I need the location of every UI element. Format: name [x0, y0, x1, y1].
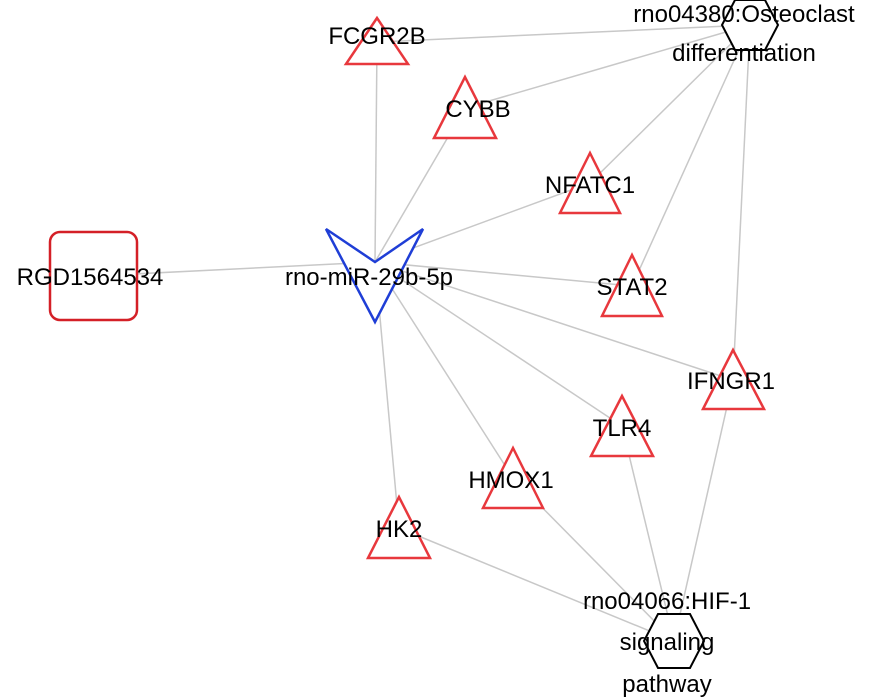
fcgr2b-label: FCGR2B — [328, 23, 425, 50]
nfatc1-node-shape[interactable] — [557, 150, 623, 215]
edge-mir-stat2 — [374, 261, 633, 287]
cybb-label: CYBB — [445, 96, 510, 123]
cybb-node-shape[interactable] — [431, 74, 499, 140]
edge-nfatc1-osteo — [589, 24, 751, 184]
ifngr1-node-shape[interactable] — [700, 347, 767, 411]
edge-mir-tlr4 — [374, 261, 623, 427]
lncrna-label: RGD1564534 — [17, 264, 164, 291]
mirna-node-shape[interactable] — [324, 227, 425, 325]
edge-rgd-mir — [92, 261, 376, 277]
nfatc1-label: NFATC1 — [545, 172, 635, 199]
osteoclast-pathway-label-line-2: differentiation — [672, 40, 816, 67]
edge-mir-hmox1 — [374, 261, 514, 479]
edge-hk2-hif — [398, 527, 675, 642]
hmox1-label: HMOX1 — [468, 467, 553, 494]
hif1-pathway-hexagon[interactable] — [642, 613, 706, 669]
edge-stat2-osteo — [631, 24, 751, 287]
edge-ifngr1-osteo — [732, 24, 751, 381]
stat2-node-shape[interactable] — [599, 252, 665, 318]
tlr4-node-shape[interactable] — [588, 393, 656, 458]
label-layer: RGD1564534 rno-miR-29b-5p FCGR2B CYBB NF… — [17, 1, 855, 698]
hif1-pathway-label-line-1: rno04066:HIF-1 — [583, 588, 751, 615]
osteoclast-pathway-hexagon[interactable] — [720, 0, 780, 51]
edge-layer — [92, 24, 751, 642]
stat2-label: STAT2 — [596, 274, 667, 301]
hk2-node-shape[interactable] — [365, 494, 433, 560]
hk2-label: HK2 — [376, 516, 423, 543]
edge-cybb-osteo — [464, 24, 751, 109]
edge-fcgr2b-osteo — [376, 24, 751, 43]
edge-ifngr1-hif — [673, 379, 734, 642]
ifngr1-label: IFNGR1 — [687, 368, 775, 395]
edge-mir-fcgr2b — [374, 41, 378, 263]
edge-mir-ifngr1 — [374, 261, 734, 381]
hif1-pathway-label-line-3: pathway — [622, 671, 711, 698]
lncrna-node-shape[interactable] — [48, 230, 139, 322]
edge-tlr4-hif — [621, 425, 675, 642]
osteoclast-pathway-label-line-1: rno04380:Osteoclast — [633, 1, 855, 28]
hif1-pathway-label-line-2: signaling — [620, 629, 715, 656]
node-layer — [48, 0, 780, 669]
mirna-label: rno-miR-29b-5p — [285, 264, 453, 291]
hmox1-node-shape[interactable] — [480, 445, 546, 510]
tlr4-label: TLR4 — [593, 415, 652, 442]
fcgr2b-node-shape[interactable] — [343, 15, 411, 66]
